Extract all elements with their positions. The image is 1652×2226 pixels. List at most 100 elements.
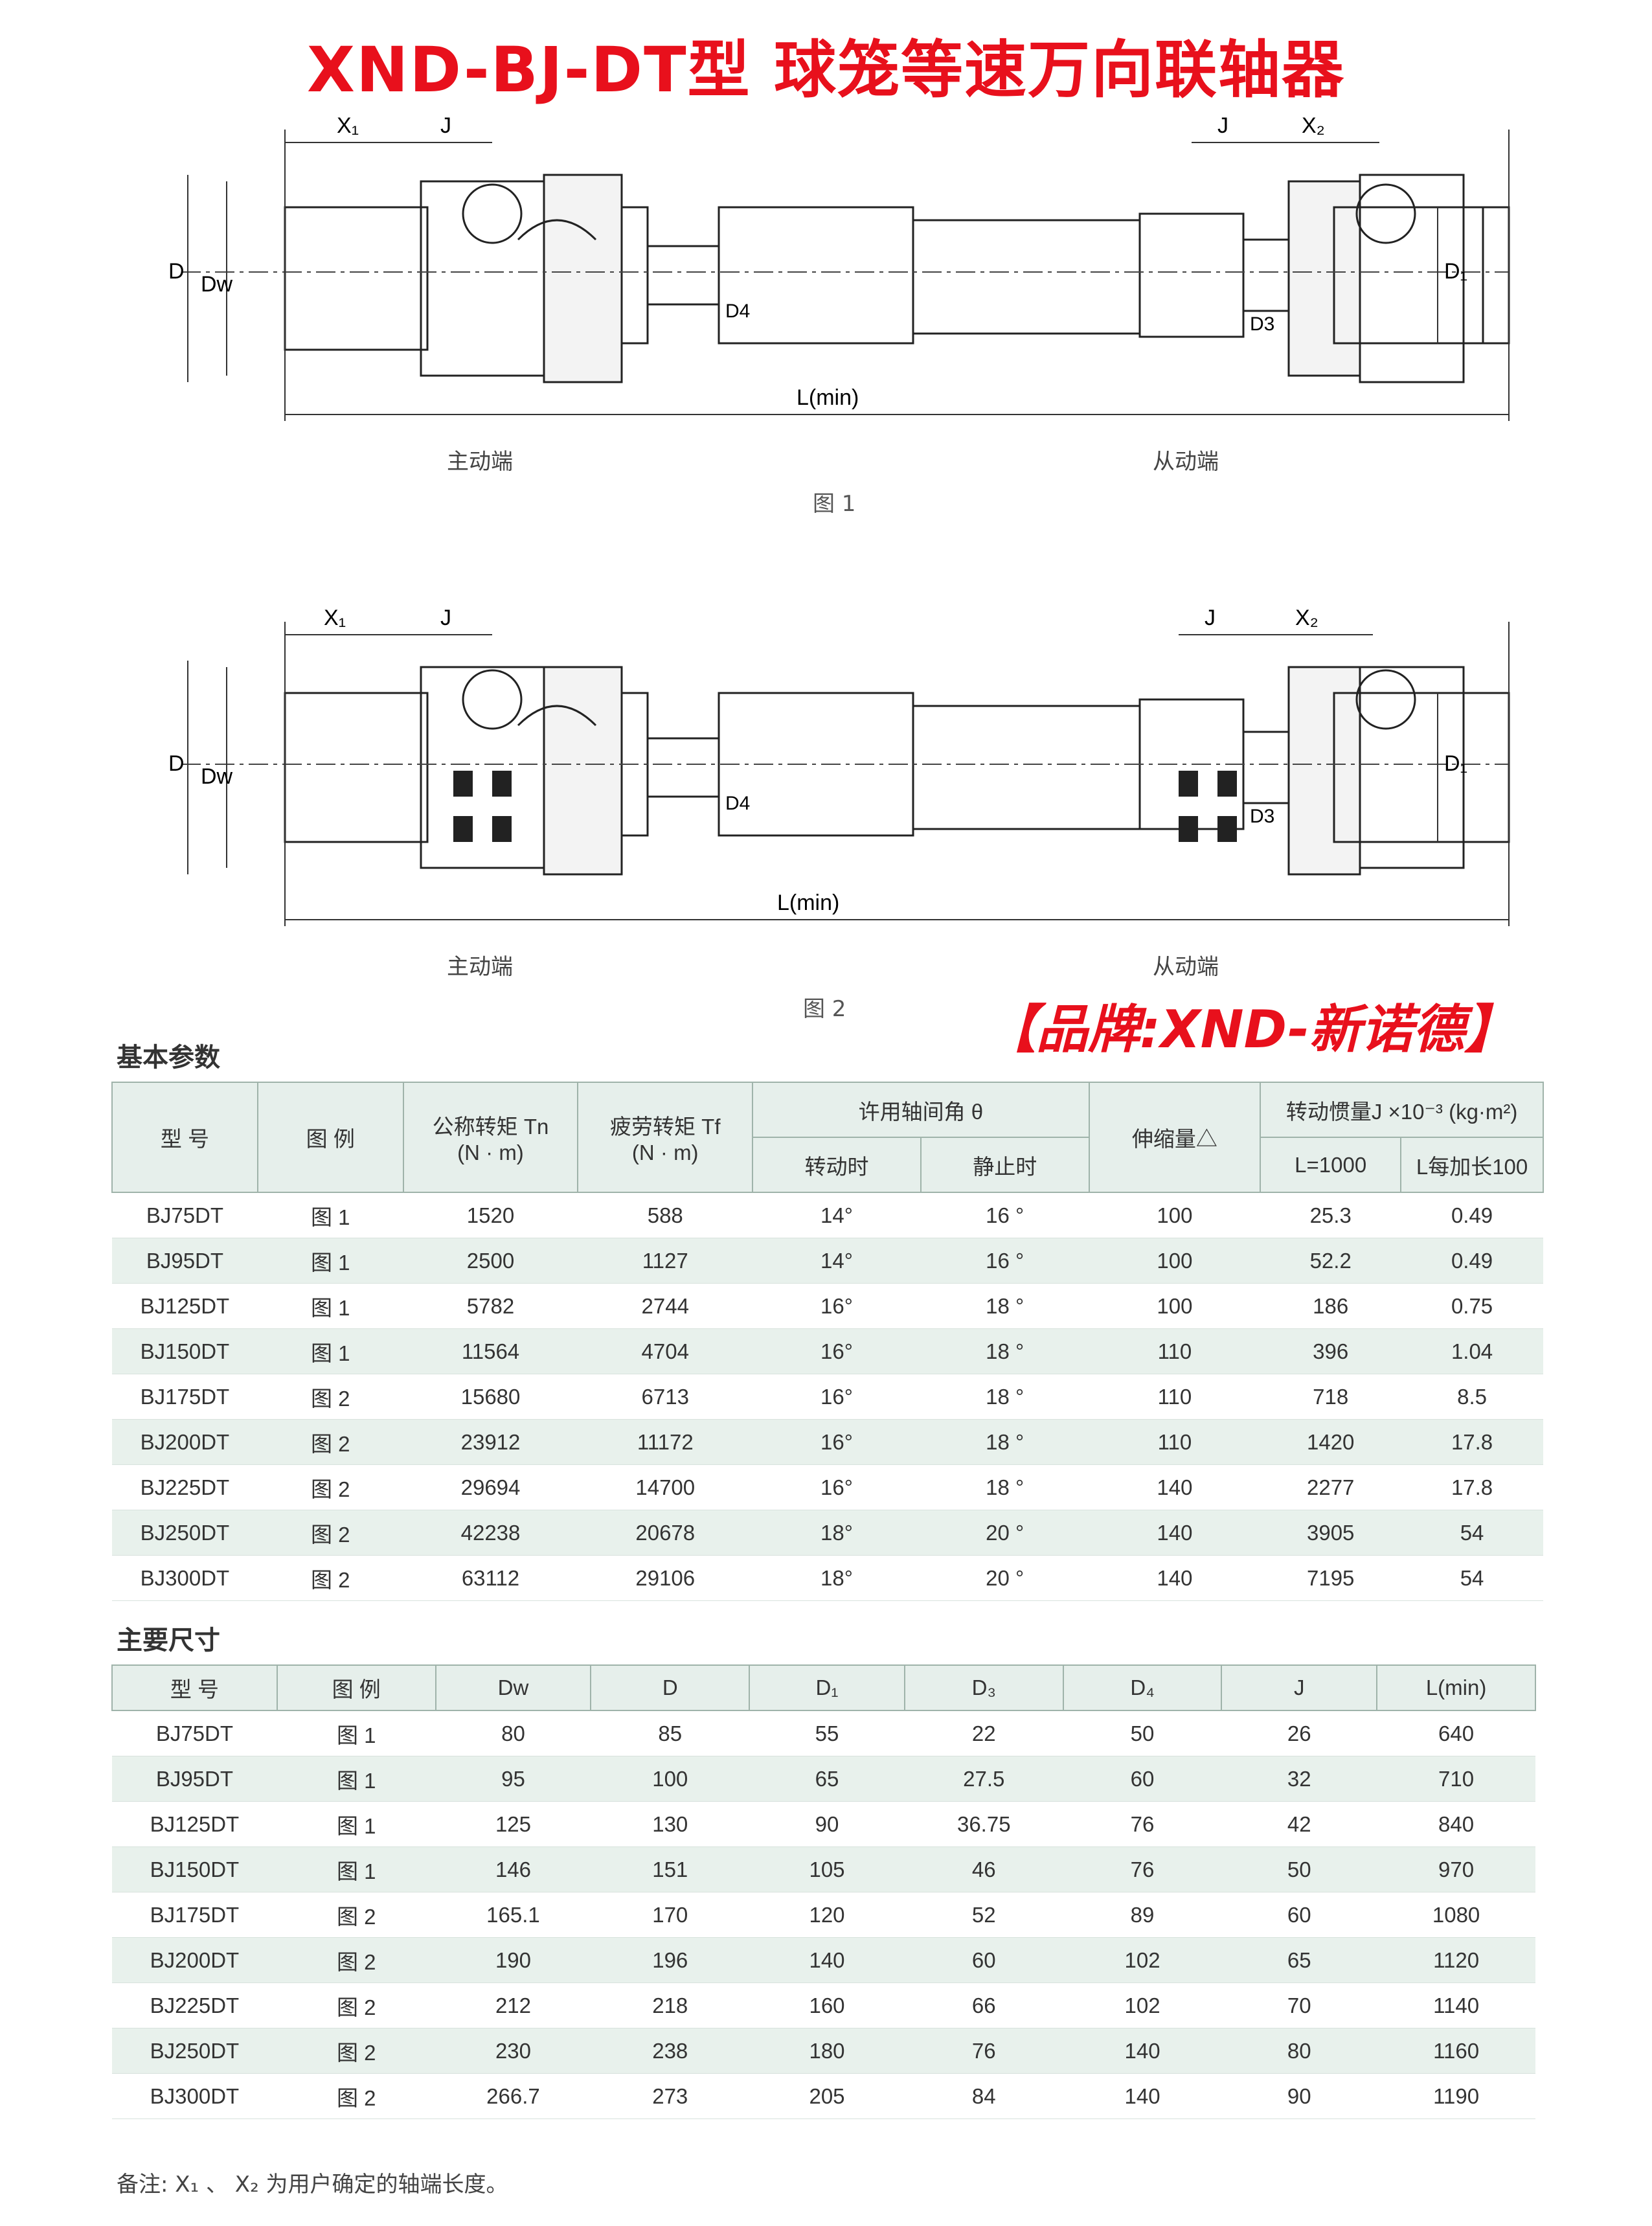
table-cell: 16° xyxy=(752,1374,921,1420)
table-cell: 图 2 xyxy=(277,2028,436,2074)
table-cell: 图 1 xyxy=(257,1283,403,1329)
table-cell: 0.49 xyxy=(1401,1192,1543,1238)
table-cell: 17.8 xyxy=(1401,1464,1543,1510)
table-cell: 140 xyxy=(1089,1510,1261,1556)
table-cell: 190 xyxy=(435,1937,591,1983)
table-cell: 50 xyxy=(1063,1710,1222,1756)
table-cell: 图 1 xyxy=(257,1328,403,1374)
table-cell: 18 ° xyxy=(920,1419,1089,1465)
table-cell: BJ125DT xyxy=(112,1801,277,1847)
table-cell: 27.5 xyxy=(904,1756,1063,1802)
table-cell: BJ150DT xyxy=(112,1328,258,1374)
table-cell: 2277 xyxy=(1260,1464,1401,1510)
table-cell: 76 xyxy=(1063,1846,1222,1892)
dim-l-label: L(min) xyxy=(797,385,859,410)
table-header-cell: L(min) xyxy=(1376,1664,1536,1711)
table-cell: 76 xyxy=(904,2028,1063,2074)
table-cell: 图 2 xyxy=(277,1937,436,1983)
table-cell: 52.2 xyxy=(1260,1238,1401,1284)
table-cell: 1127 xyxy=(578,1238,753,1284)
table-cell: 160 xyxy=(749,1982,905,2028)
table-cell: 16° xyxy=(752,1328,921,1374)
table-cell: 140 xyxy=(1063,2073,1222,2119)
dim-x2-label: X₂ xyxy=(1302,113,1325,138)
table-cell: 29694 xyxy=(403,1464,578,1510)
dim-x1-label: X₁ xyxy=(337,113,359,138)
table-cell: 196 xyxy=(591,1937,750,1983)
main-dims-heading: 主要尺寸 xyxy=(117,1626,220,1655)
table-cell: 230 xyxy=(435,2028,591,2074)
table-cell: 14° xyxy=(752,1238,921,1284)
dim-j-right-label: J xyxy=(1205,606,1216,630)
table-header-cell: 图 例 xyxy=(276,1664,436,1711)
table-cell: 60 xyxy=(1063,1756,1222,1802)
table-cell: 42 xyxy=(1221,1801,1377,1847)
table-cell: BJ250DT xyxy=(112,2028,277,2074)
header-angle: 许用轴间角 θ xyxy=(752,1082,1090,1138)
table-cell: 16 ° xyxy=(920,1238,1089,1284)
table-cell: BJ175DT xyxy=(112,1892,277,1938)
figure-2-drawing: X₁ J J X₂ D Dw D₁ D3 D4 L(min) xyxy=(130,602,1522,991)
table-cell: 90 xyxy=(1221,2073,1377,2119)
figure-2-caption: 图 2 xyxy=(803,996,846,1022)
basic-params-table: 型 号 图 例 公称转矩 Tn(N · m) 疲劳转矩 Tf(N · m) 许用… xyxy=(111,1082,1544,1601)
table-cell: 1190 xyxy=(1377,2073,1535,2119)
figure-2-driving-label: 主动端 xyxy=(447,954,513,980)
table-cell: 图 2 xyxy=(277,2073,436,2119)
header-tf: 疲劳转矩 Tf(N · m) xyxy=(577,1082,754,1193)
dim-d-label: D xyxy=(168,259,185,284)
header-rotating: 转动时 xyxy=(752,1137,922,1193)
table-cell: 52 xyxy=(904,1892,1063,1938)
table-cell: 16 ° xyxy=(920,1192,1089,1238)
table-cell: BJ75DT xyxy=(112,1192,258,1238)
table-cell: 8.5 xyxy=(1401,1374,1543,1420)
table-cell: 14° xyxy=(752,1192,921,1238)
table-cell: 22 xyxy=(904,1710,1063,1756)
table-cell: 17.8 xyxy=(1401,1419,1543,1465)
table-cell: 130 xyxy=(591,1801,750,1847)
table-cell: BJ175DT xyxy=(112,1374,258,1420)
table-cell: 718 xyxy=(1260,1374,1401,1420)
table-cell: 840 xyxy=(1377,1801,1535,1847)
table-cell: 110 xyxy=(1089,1328,1261,1374)
table-cell: 42238 xyxy=(403,1510,578,1556)
table-cell: 20 ° xyxy=(920,1555,1089,1601)
table-cell: 0.75 xyxy=(1401,1283,1543,1329)
table-cell: 140 xyxy=(1089,1555,1261,1601)
page-title: XND-BJ-DT型 球笼等速万向联轴器 xyxy=(307,34,1345,106)
table-cell: 32 xyxy=(1221,1756,1377,1802)
table-cell: 图 2 xyxy=(257,1374,403,1420)
table-cell: BJ300DT xyxy=(112,1555,258,1601)
table-cell: 76 xyxy=(1063,1801,1222,1847)
table-cell: 66 xyxy=(904,1982,1063,2028)
table-cell: 396 xyxy=(1260,1328,1401,1374)
table-cell: BJ125DT xyxy=(112,1283,258,1329)
table-cell: 273 xyxy=(591,2073,750,2119)
table-cell: 588 xyxy=(578,1192,753,1238)
figure-1-caption: 图 1 xyxy=(813,491,856,517)
table-cell: 图 2 xyxy=(257,1464,403,1510)
table-cell: 140 xyxy=(1089,1464,1261,1510)
table-cell: 11564 xyxy=(403,1328,578,1374)
dim-d1-label: D₁ xyxy=(1444,751,1467,776)
header-inertia: 转动惯量J ×10⁻³ (kg·m²) xyxy=(1260,1082,1544,1138)
table-cell: 18 ° xyxy=(920,1283,1089,1329)
table-cell: 102 xyxy=(1063,1937,1222,1983)
table-cell: BJ75DT xyxy=(112,1710,277,1756)
table-cell: 图 2 xyxy=(257,1555,403,1601)
table-cell: 212 xyxy=(435,1982,591,2028)
table-cell: 3905 xyxy=(1260,1510,1401,1556)
table-cell: 70 xyxy=(1221,1982,1377,2028)
table-cell: 110 xyxy=(1089,1419,1261,1465)
table-cell: BJ200DT xyxy=(112,1419,258,1465)
table-cell: 26 xyxy=(1221,1710,1377,1756)
table-cell: 图 1 xyxy=(277,1801,436,1847)
table-cell: 80 xyxy=(435,1710,591,1756)
